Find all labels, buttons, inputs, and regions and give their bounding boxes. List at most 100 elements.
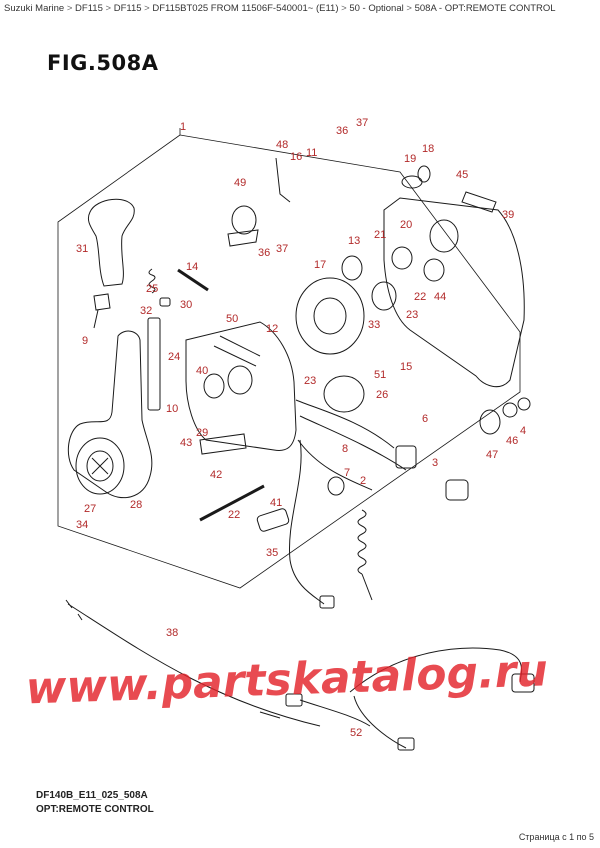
callout-label[interactable]: 31 [76, 243, 88, 255]
side-cover [383, 197, 525, 388]
callout-label[interactable]: 38 [166, 627, 178, 639]
collar [341, 255, 363, 281]
callout-label[interactable]: 11 [306, 147, 317, 159]
callout-label[interactable]: 36 [258, 247, 270, 259]
nut [517, 397, 531, 411]
callout-label[interactable]: 46 [506, 435, 518, 447]
callout-labels: 1 37 36 48 16 11 18 19 45 49 39 21 20 37… [76, 117, 526, 739]
callout-label[interactable]: 49 [234, 177, 246, 189]
callout-label[interactable]: 40 [196, 365, 208, 377]
callout-label[interactable]: 30 [180, 299, 192, 311]
callout-label[interactable]: 23 [304, 375, 316, 387]
callout-label[interactable]: 26 [376, 389, 388, 401]
breadcrumb-separator: > [341, 3, 347, 14]
bolt [199, 484, 265, 522]
figure-code: DF140B_E11_025_508A [36, 790, 148, 801]
callout-label[interactable]: 1 [180, 121, 186, 133]
control-cable [67, 603, 321, 727]
callout-label[interactable]: 37 [356, 117, 368, 129]
bushing [159, 297, 171, 307]
breadcrumb-separator: > [105, 3, 112, 14]
callout-label[interactable]: 8 [342, 443, 348, 455]
callout-label[interactable]: 32 [140, 305, 152, 317]
harness-connector [511, 673, 535, 693]
lanyard-switch [445, 479, 469, 501]
callout-label[interactable]: 21 [374, 229, 386, 241]
neutral-bracket [147, 317, 161, 411]
page-counter: Страница с 1 по 5 [518, 832, 594, 842]
callout-label[interactable]: 42 [210, 469, 222, 481]
callout-label[interactable]: 7 [344, 467, 350, 479]
mounting-bracket [199, 433, 247, 455]
breadcrumb-item-brand[interactable]: Suzuki Marine [4, 3, 65, 14]
callout-label[interactable]: 50 [226, 313, 238, 325]
plate [256, 508, 290, 532]
callout-label[interactable]: 23 [406, 309, 418, 321]
callout-label[interactable]: 3 [432, 457, 438, 469]
breadcrumb-separator: > [144, 3, 150, 14]
callout-label[interactable]: 16 [290, 151, 302, 163]
switch [93, 293, 111, 329]
breadcrumb-item-model[interactable]: DF115 [75, 3, 103, 14]
callout-label[interactable]: 43 [180, 437, 192, 449]
callout-label[interactable]: 12 [266, 323, 278, 335]
callout-label[interactable]: 6 [422, 413, 428, 425]
callout-label[interactable]: 22 [228, 509, 240, 521]
callout-label[interactable]: 14 [186, 261, 198, 273]
breadcrumb-item-serial[interactable]: DF115BT025 FROM 11506F-540001~ (E11) [152, 3, 339, 14]
callout-label[interactable]: 25 [146, 283, 158, 295]
main-housing [185, 321, 297, 451]
breadcrumb-item-submodel[interactable]: DF115 [113, 3, 142, 14]
callout-label[interactable]: 17 [314, 259, 326, 271]
handle-grip [87, 198, 135, 287]
callout-label[interactable]: 39 [502, 209, 514, 221]
callout-label[interactable]: 18 [422, 143, 434, 155]
callout-label[interactable]: 48 [276, 139, 288, 151]
callout-label[interactable]: 27 [84, 503, 96, 515]
callout-label[interactable]: 33 [368, 319, 380, 331]
callout-label[interactable]: 4 [520, 425, 526, 437]
cam-plate [295, 277, 365, 355]
figure-title: FIG.508A [47, 51, 159, 75]
callout-label[interactable]: 24 [168, 351, 180, 363]
throttle-lever [275, 157, 291, 203]
callout-label[interactable]: 28 [130, 499, 142, 511]
callout-label[interactable]: 35 [266, 547, 278, 559]
callout-label[interactable]: 13 [348, 235, 360, 247]
figure-caption: OPT:REMOTE CONTROL [36, 804, 154, 815]
callout-label[interactable]: 34 [76, 519, 88, 531]
callout-label[interactable]: 29 [196, 427, 208, 439]
watermark-text: www.partskatalog.ru [25, 645, 549, 714]
spring [148, 268, 156, 294]
grommet [479, 409, 501, 435]
key-switch [395, 445, 417, 469]
callout-label[interactable]: 45 [456, 169, 468, 181]
callout-label[interactable]: 10 [166, 403, 178, 415]
callout-label[interactable]: 52 [350, 727, 362, 739]
callout-label[interactable]: 19 [404, 153, 416, 165]
callout-label[interactable]: 36 [336, 125, 348, 137]
main-harness [299, 647, 523, 749]
callout-label[interactable]: 20 [400, 219, 412, 231]
callout-label[interactable]: 47 [486, 449, 498, 461]
callout-label[interactable]: 15 [400, 361, 412, 373]
wire-harness [295, 399, 407, 491]
lanyard-cap [327, 476, 345, 496]
callout-label[interactable]: 41 [270, 497, 282, 509]
breadcrumb-separator: > [406, 3, 412, 14]
callout-label[interactable]: 9 [82, 335, 88, 347]
lanyard-coil [357, 509, 367, 575]
callout-label[interactable]: 2 [360, 475, 366, 487]
callout-label[interactable]: 51 [374, 369, 386, 381]
buzzer [323, 375, 365, 413]
breadcrumb-item-group[interactable]: 50 - Optional [349, 3, 404, 14]
callout-label[interactable]: 44 [434, 291, 446, 303]
breadcrumb-separator: > [66, 3, 73, 14]
breadcrumb-item-current: 508A - OPT:REMOTE CONTROL [414, 3, 556, 14]
gear [231, 205, 257, 235]
callout-label[interactable]: 22 [414, 291, 426, 303]
control-lever-arm [67, 330, 153, 499]
lever-bracket [227, 365, 253, 395]
callout-label[interactable]: 37 [276, 243, 288, 255]
